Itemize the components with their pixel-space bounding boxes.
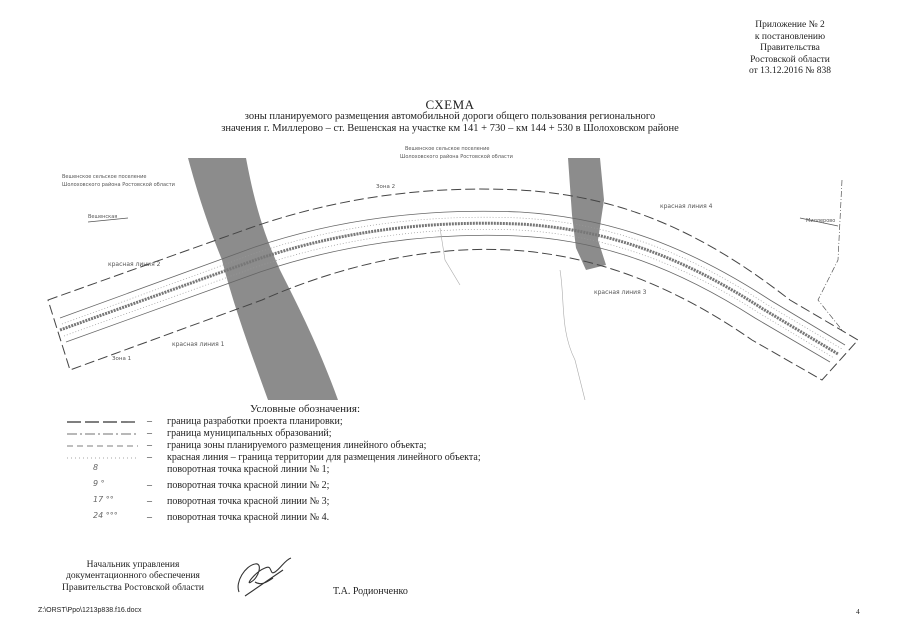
signatory-line: документационного обеспечения — [66, 571, 200, 582]
settlement-top-line2: Шолоховского района Ростовской области — [400, 153, 513, 160]
legend-dash: – — [147, 480, 152, 491]
red-line-bottom — [63, 228, 835, 359]
subtitle-line: зоны планируемого размещения автомобильн… — [244, 111, 656, 122]
file-path: Z:\ORST\Ppo\1213p838.f16.docx — [38, 607, 142, 614]
red-line-3-label: красная линия 3 — [594, 289, 647, 296]
legend-dash: – — [147, 416, 152, 427]
signatory-title: Начальник управления документационного о… — [48, 560, 218, 594]
legend-marker: 8 — [93, 463, 99, 472]
legend-dash: – — [147, 512, 152, 523]
legend-dash: – — [147, 440, 152, 451]
appendix-line: Правительства — [760, 43, 820, 54]
legend-marker: 9 ° — [93, 479, 105, 488]
road-edge-top — [59, 210, 846, 346]
river — [188, 158, 338, 400]
subtitle-line: значения г. Миллерово – ст. Вешенская на… — [221, 123, 679, 134]
legend-item: – граница муниципальных образований; — [55, 428, 655, 440]
legend-text: поворотная точка красной линии № 4. — [167, 512, 330, 523]
signatory-line: Начальник управления — [86, 560, 180, 570]
settlement-top-line1: Вешенское сельское поселение — [405, 146, 489, 152]
terrain-line — [439, 227, 461, 286]
legend-sample-dotted — [67, 457, 138, 459]
legend-dash: – — [147, 428, 152, 439]
project-boundary — [47, 188, 859, 381]
appendix-line: к постановлению — [754, 31, 826, 42]
settlement-left-line1: Вешенское сельское поселение — [62, 174, 146, 180]
legend-sample-dash-dot — [67, 433, 138, 435]
municipal-boundary — [817, 179, 843, 331]
legend-sample-long-dash — [67, 421, 138, 423]
direction-left-label: Вешенская — [88, 214, 117, 220]
legend-item: – граница разработки проекта планировки; — [55, 416, 655, 428]
legend-item: 8 поворотная точка красной линии № 1; — [55, 463, 655, 476]
zone-1-label: Зона 1 — [112, 356, 131, 362]
legend-text: граница муниципальных образований; — [167, 428, 332, 439]
direction-arrow-right — [799, 217, 839, 227]
appendix-line: Приложение № 2 — [755, 20, 825, 30]
pond — [568, 158, 606, 270]
signatory-name: Т.А. Родионченко — [333, 586, 408, 597]
page-number: 4 — [856, 607, 860, 616]
legend-marker: 17 °° — [93, 495, 114, 504]
legend-text: граница зоны планируемого размещения лин… — [167, 440, 427, 451]
legend-item: 9 ° – поворотная точка красной линии № 2… — [55, 479, 655, 492]
scheme-title: СХЕМА — [425, 97, 475, 112]
red-line-2-label: красная линия 2 — [108, 261, 161, 268]
legend-item: 24 °°° – поворотная точка красной линии … — [55, 511, 655, 524]
legend-sample-dashed — [67, 445, 138, 447]
legend-item: 17 °° – поворотная точка красной линии №… — [55, 495, 655, 508]
legend-dash: – — [147, 496, 152, 507]
appendix-block: Приложение № 2 к постановлению Правитель… — [705, 20, 875, 78]
road-scheme-map: Вешенское сельское поселение Шолоховског… — [47, 146, 859, 400]
road-edge-bottom — [65, 234, 831, 363]
legend-item: – красная линия – граница территории для… — [55, 452, 655, 464]
legend-text: поворотная точка красной линии № 2; — [167, 480, 330, 491]
signatory-line: Правительства Ростовской области — [62, 582, 204, 593]
legend-marker: 24 °°° — [93, 511, 118, 520]
handwritten-signature — [237, 557, 292, 597]
zone-2-label: Зона 2 — [376, 184, 395, 190]
legend-text: граница разработки проекта планировки; — [167, 416, 343, 427]
road-center — [59, 221, 839, 356]
appendix-line: от 13.12.2016 № 838 — [749, 66, 831, 77]
scheme-subtitle: зоны планируемого размещения автомобильн… — [150, 111, 750, 135]
settlement-left-line2: Шолоховского района Ростовской области — [62, 181, 175, 188]
direction-right-label: Миллерово — [806, 218, 835, 224]
legend-dash: – — [147, 452, 152, 463]
legend-text: поворотная точка красной линии № 1; — [167, 464, 330, 475]
legend-text: поворотная точка красной линии № 3; — [167, 496, 330, 507]
appendix-line: Ростовской области — [750, 54, 830, 65]
legend-title: Условные обозначения: — [250, 403, 361, 415]
red-line-top — [61, 216, 843, 350]
red-line-1-label: красная линия 1 — [172, 341, 225, 348]
legend-item: – граница зоны планируемого размещения л… — [55, 440, 655, 452]
red-line-4-label: красная линия 4 — [660, 203, 713, 210]
legend-text: красная линия – граница территории для р… — [167, 452, 481, 463]
terrain-line — [559, 269, 586, 400]
direction-arrow-left — [87, 217, 129, 223]
